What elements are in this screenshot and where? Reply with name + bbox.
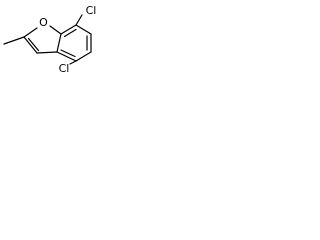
methyl-bond (3, 36, 25, 45)
furan-bond-c3-c3a (36, 51, 58, 54)
furan-bond-c2-o (23, 27, 38, 38)
furan-bond-c2-c3 (23, 36, 38, 54)
benzene-bond-c4-c3a (56, 51, 77, 62)
benzene-bond-c7-c6 (75, 24, 92, 35)
benzene-double-bond-c7a-c7 (63, 28, 77, 38)
benzene-bond-c3a-c7a (56, 33, 62, 53)
benzene-bond-c7a-c7 (60, 24, 77, 35)
chlorine-top-atom-label: Cl (86, 4, 97, 17)
furan-bond-o-c7a (49, 25, 62, 35)
benzofuran-structure-diagram: O Cl Cl (3, 4, 97, 74)
oxygen-atom-label: O (39, 16, 48, 29)
chlorine-top-bond (75, 14, 83, 26)
benzene-bond-c5-c4 (75, 51, 92, 62)
furan-double-bond-c2-c3 (27, 37, 40, 52)
chlorine-bottom-bond (69, 60, 77, 65)
benzene-double-bond-c4-c3a (60, 49, 76, 58)
chlorine-bottom-atom-label: Cl (59, 62, 70, 74)
